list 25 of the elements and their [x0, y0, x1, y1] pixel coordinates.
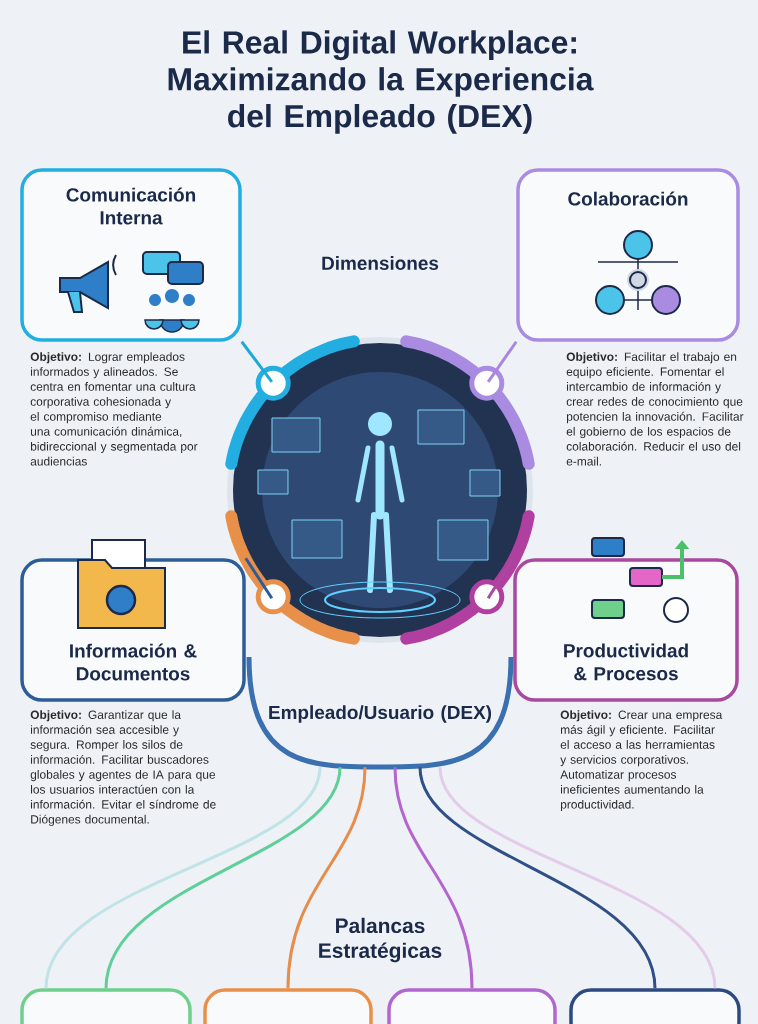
hologram-drawing [225, 335, 535, 645]
lever-box [203, 988, 373, 1024]
connector-line [244, 557, 274, 599]
lever-box [20, 988, 192, 1024]
connector-line [486, 557, 515, 599]
lever-box [387, 988, 557, 1024]
connector-line [240, 340, 273, 383]
connector-line [104, 766, 342, 989]
section-heading: Dimensiones [322, 256, 439, 270]
objective-text: Objetivo: Facilitar el trabajo en equipo eficiente. Fomentar el intercambio de información y crear redes de conocimiento que potencien la innovación. Facilitar el gobierno de los espacios de colaboración. Reducir el uso del e-mail. [566, 352, 744, 466]
section-heading: Palancas Estratégicas [319, 917, 442, 963]
category-box: Productividad & Procesos [513, 558, 739, 702]
user-band: Empleado/Usuario (DEX) [246, 656, 514, 770]
objective-text: Objetivo: Lograr empleados informados y alineados. Se centra en fomentar una cultura corporativa cohesionada y el compromiso mediante una comunicación dinámica, bidireccional y segmentada por audiencias [30, 352, 198, 466]
lever-box [569, 988, 741, 1024]
connector-line [418, 766, 657, 989]
title: El Real Digital Workplace: Maximizando la Experiencia del Empleado (DEX) [168, 30, 594, 134]
category-box: Colaboración [516, 168, 740, 342]
connector-line [393, 767, 474, 989]
connector-line [486, 340, 518, 383]
connector-line [44, 766, 322, 989]
objective-text: Objetivo: Crear una empresa más ágil y eficiente. Facilitar el acceso a las herramientas y servicios corporativos. Automatizar procesos ineficientes aumentando la productividad. [560, 710, 723, 811]
objective-text: Objetivo: Garantizar que la información sea accesible y segura. Romper los silos de información. Facilitar buscadores globales y agentes de IA para que los usuarios interactúen con la información. Evitar el síndrome de Diógenes documental. [30, 710, 216, 826]
connector-line [438, 766, 717, 989]
connector-line [286, 767, 367, 989]
